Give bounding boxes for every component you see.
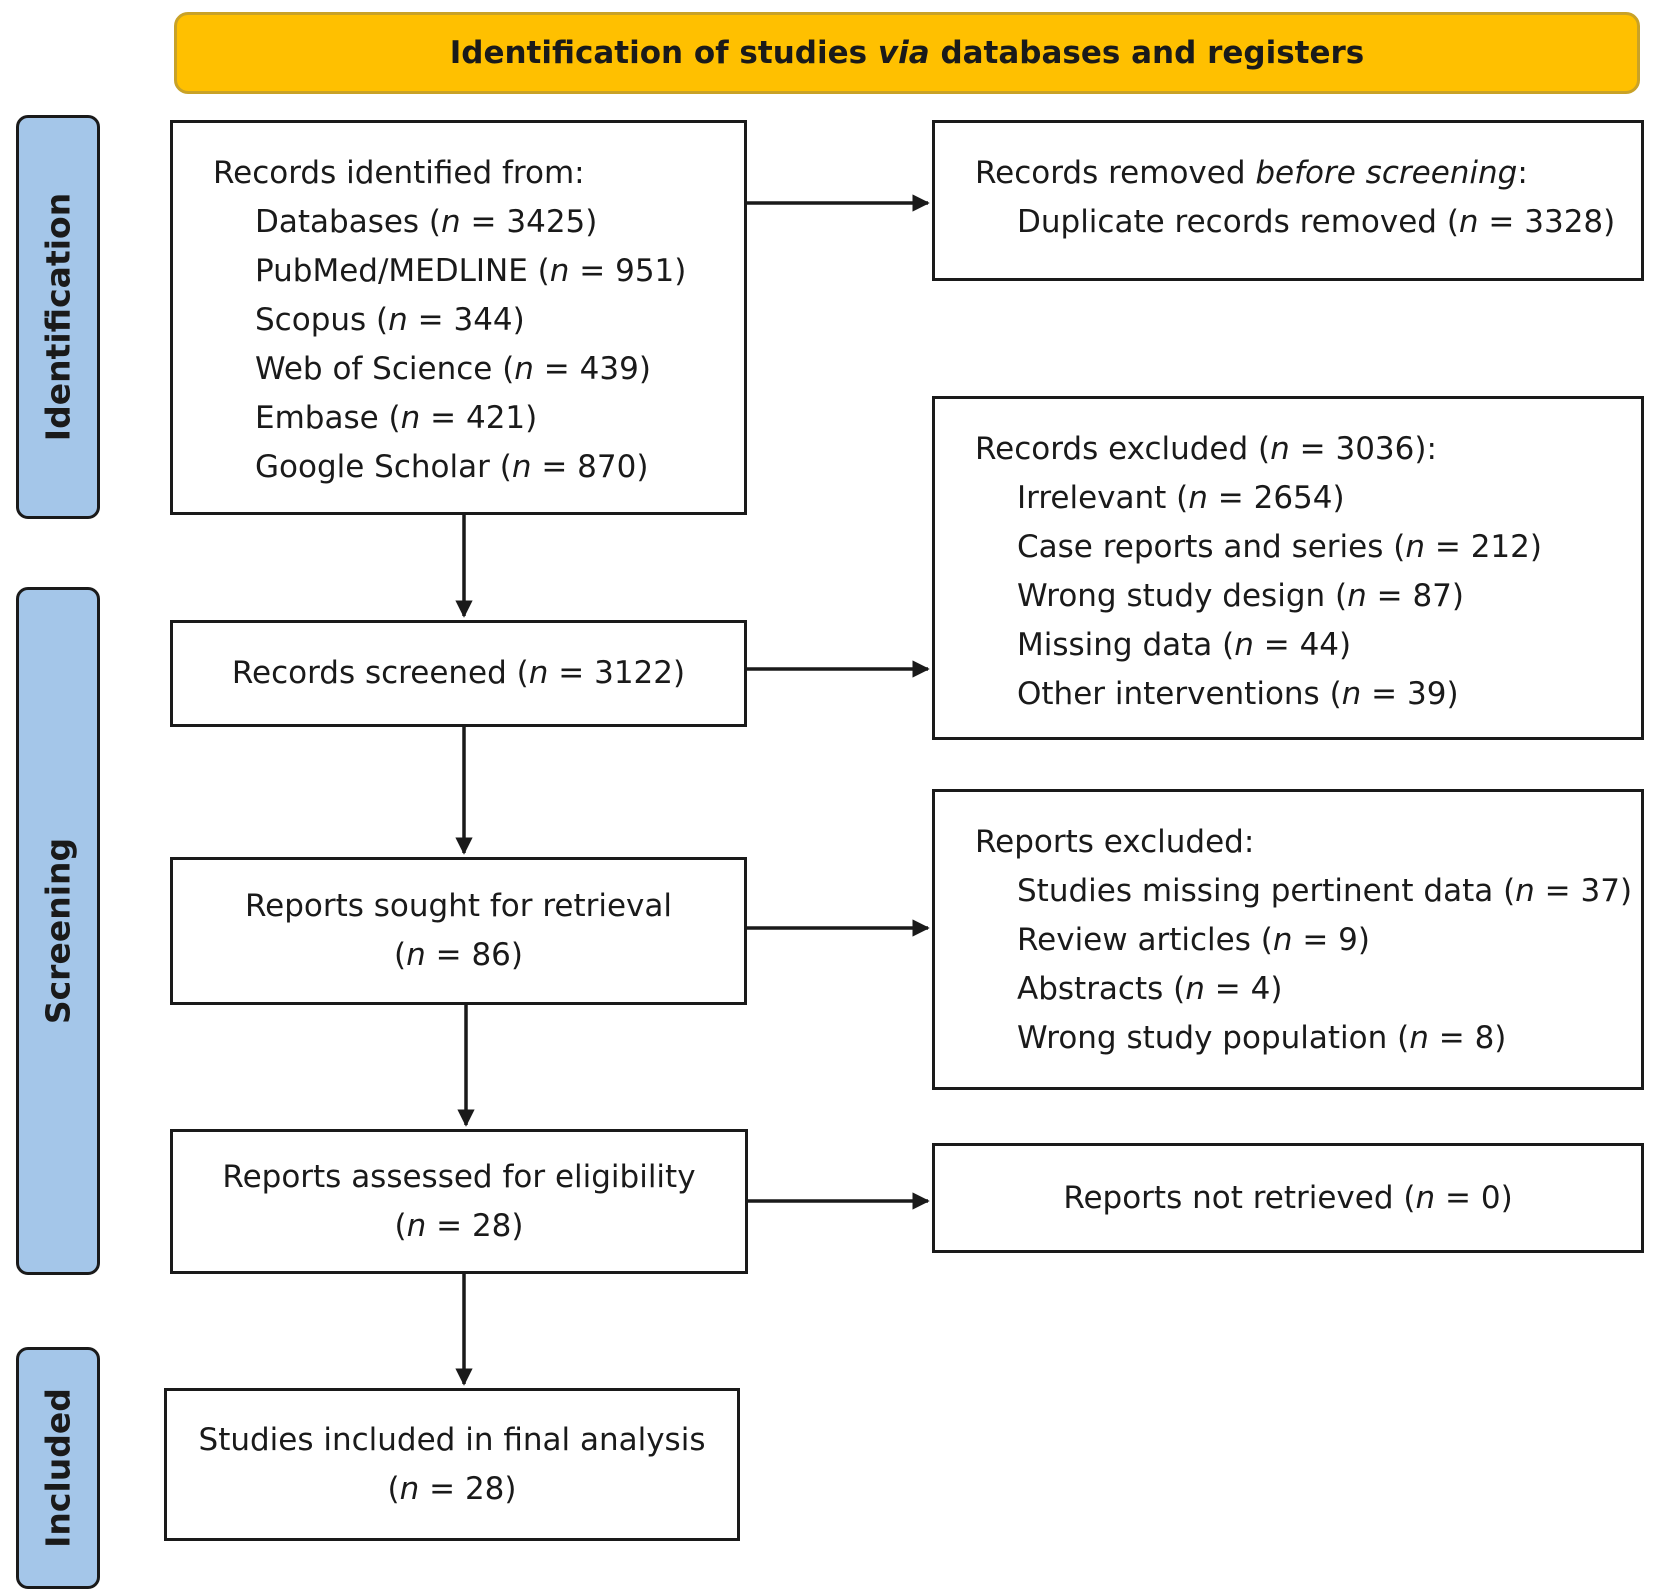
excluded-row: Case reports and series (n = 212) [1017, 529, 1542, 565]
header-banner: Identification of studies via databases … [174, 12, 1640, 94]
reports-excluded-title: Reports excluded: [975, 824, 1255, 860]
reports-assessed-count: (n = 28) [394, 1207, 524, 1244]
phase-screening: Screening [16, 587, 100, 1275]
records-screened-box: Records screened (n = 3122) [170, 620, 747, 727]
reports-not-retrieved-text: Reports not retrieved (n = 0) [1063, 1179, 1513, 1216]
source-row: Databases (n = 3425) [255, 204, 598, 240]
excluded-row: Other interventions (n = 39) [1017, 676, 1459, 712]
studies-included-count: (n = 28) [387, 1470, 517, 1507]
reports-not-retrieved-box: Reports not retrieved (n = 0) [932, 1143, 1644, 1253]
phase-included: Included [16, 1347, 100, 1589]
header-text-pre: Identification of studies [449, 35, 868, 71]
source-row: Embase (n = 421) [255, 400, 538, 436]
report-excluded-row: Studies missing pertinent data (n = 37) [1017, 873, 1633, 909]
reports-assessed-label: Reports assessed for eligibility [222, 1158, 696, 1195]
reports-excluded-items: Studies missing pertinent data (n = 37) R… [975, 867, 1641, 1063]
records-removed-title: Records removed before screening: [975, 155, 1528, 191]
header-text-post: databases and registers [940, 35, 1365, 71]
excluded-row: Irrelevant (n = 2654) [1017, 480, 1345, 516]
reports-sought-box: Reports sought for retrieval (n = 86) [170, 857, 747, 1005]
records-removed-box: Records removed before screening: Duplic… [932, 120, 1644, 281]
excluded-row: Wrong study design (n = 87) [1017, 578, 1464, 614]
reports-excluded-box: Reports excluded: Studies missing pertin… [932, 789, 1644, 1090]
records-screened-text: Records screened (n = 3122) [231, 655, 686, 691]
reports-sought-label: Reports sought for retrieval [244, 888, 673, 924]
reports-assessed-box: Reports assessed for eligibility (n = 28… [170, 1129, 748, 1274]
records-identified-box: Records identified from: Databases (n = … [170, 120, 747, 515]
report-excluded-row: Abstracts (n = 4) [1017, 971, 1283, 1007]
studies-included-label: Studies included in final analysis [198, 1421, 706, 1458]
records-identified-title: Records identified from: [213, 155, 585, 191]
records-excluded-items: Irrelevant (n = 2654) Case reports and se… [975, 474, 1641, 719]
phase-identification: Identification [16, 115, 100, 519]
source-row: PubMed/MEDLINE (n = 951) [255, 253, 687, 289]
records-excluded-box: Records excluded (n = 3036): Irrelevant … [932, 396, 1644, 740]
report-excluded-row: Wrong study population (n = 8) [1017, 1020, 1507, 1056]
studies-included-box: Studies included in final analysis (n = … [164, 1388, 740, 1541]
excluded-row: Missing data (n = 44) [1017, 627, 1352, 663]
report-excluded-row: Review articles (n = 9) [1017, 922, 1370, 958]
source-row: Scopus (n = 344) [255, 302, 525, 338]
source-row: Google Scholar (n = 870) [255, 449, 649, 485]
removed-row: Duplicate records removed (n = 3328) [1017, 204, 1616, 240]
records-excluded-title: Records excluded (n = 3036): [975, 431, 1437, 467]
header-text-em: via [877, 35, 930, 71]
records-removed-items: Duplicate records removed (n = 3328) [975, 198, 1641, 247]
reports-sought-count: (n = 86) [393, 937, 523, 973]
records-identified-sources: Databases (n = 3425) PubMed/MEDLINE (n = … [213, 198, 744, 492]
source-row: Web of Science (n = 439) [255, 351, 651, 387]
